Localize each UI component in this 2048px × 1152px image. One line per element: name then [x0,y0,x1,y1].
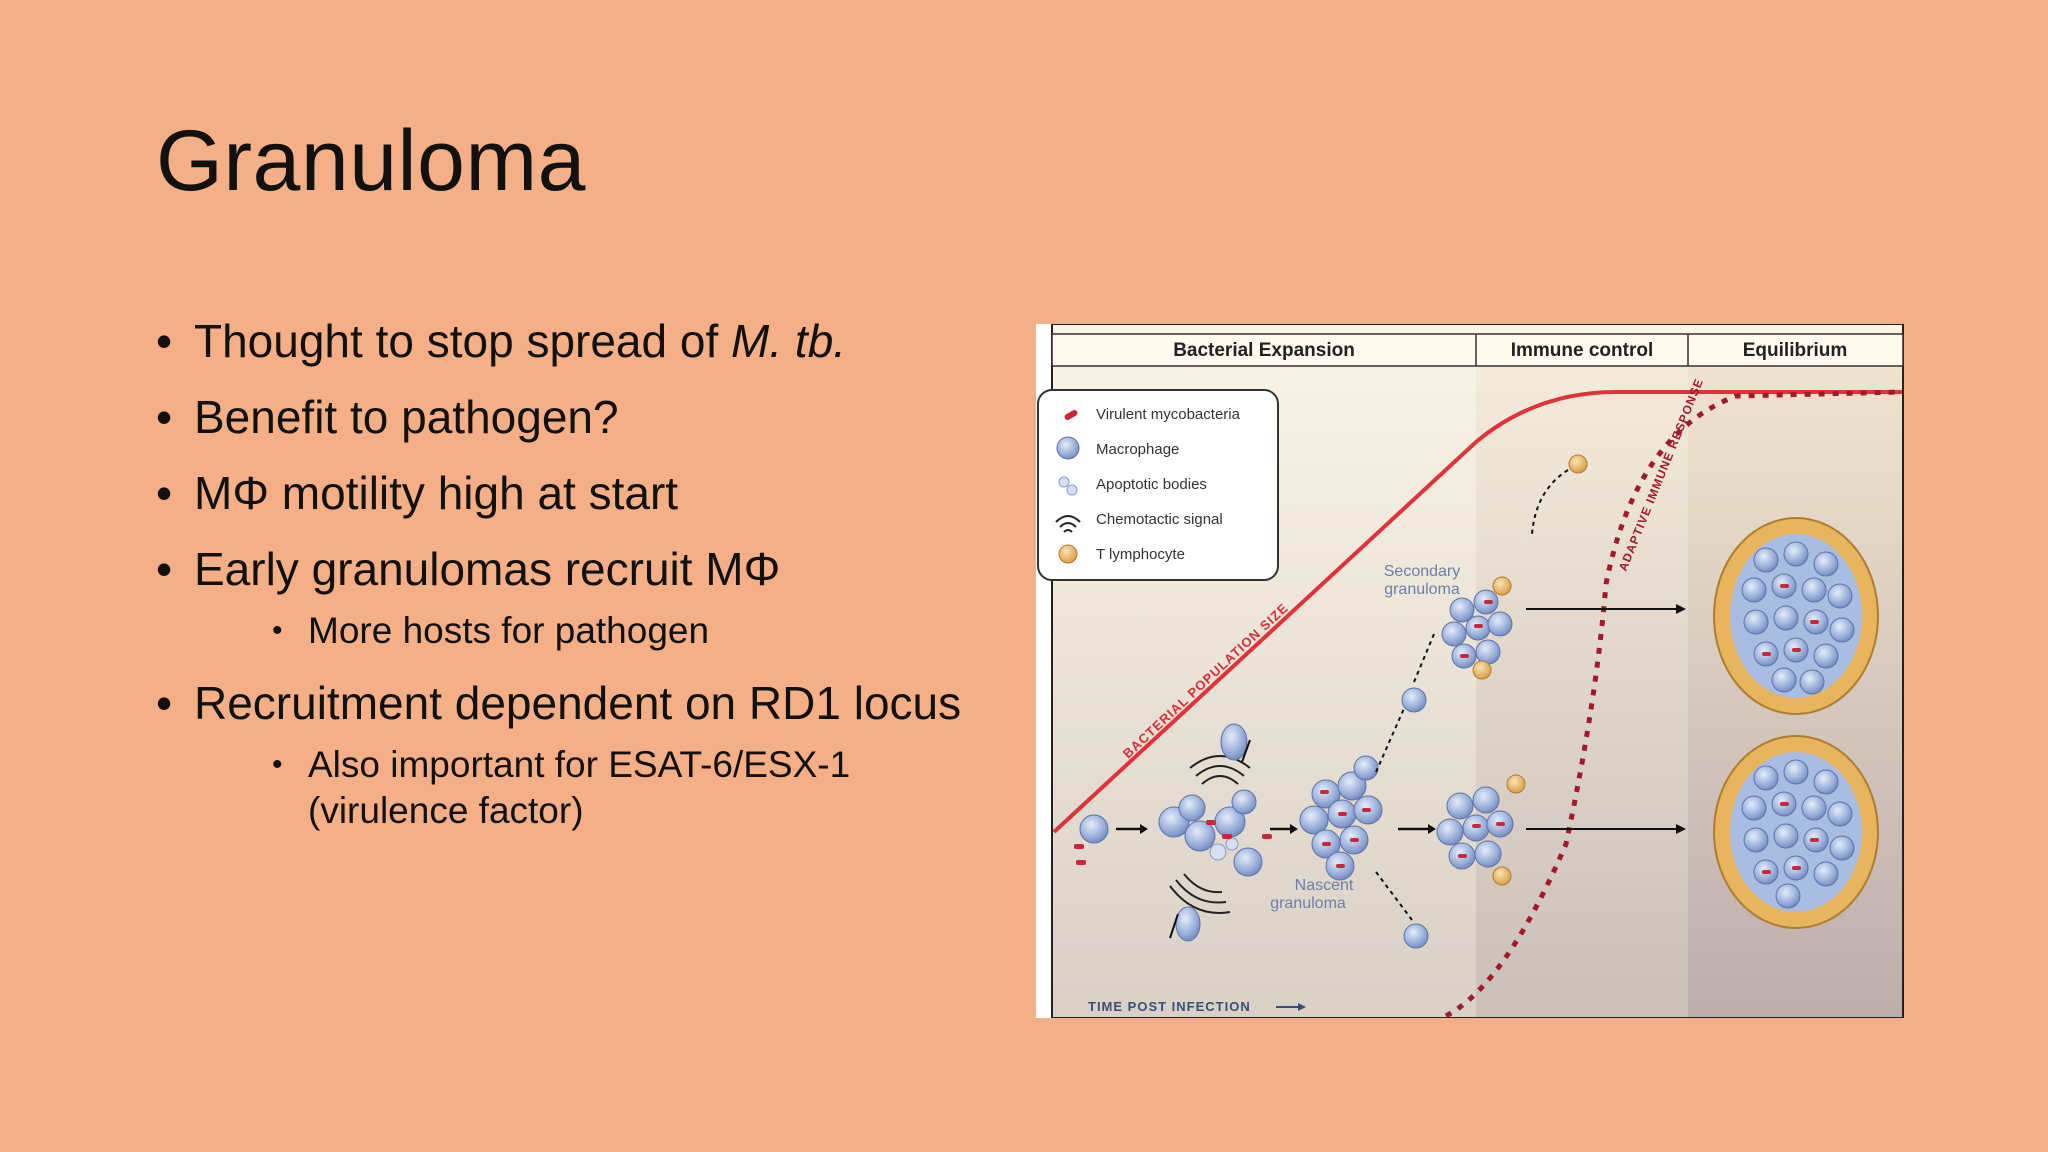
apoptotic-bodies-icon [1058,476,1078,496]
nascent-granuloma-label: Nascent [1295,877,1354,894]
sub-bullet-line: Also important for ESAT-6/ESX-1 [308,744,851,785]
early-infection-cells [1074,814,1148,865]
bullet-text: Thought to stop spread of [194,315,732,367]
chemotactic-signal-icon [1055,515,1081,533]
sub-bullet-item: More hosts for pathogen [272,608,1026,654]
bacterial-population-curve [1052,390,1902,834]
t-lymphocyte-icon [1058,544,1078,564]
nascent-granuloma: Nascent granuloma [1270,633,1436,949]
equilibrium-granuloma-upper [1713,517,1879,715]
secondary-granuloma: Secondary granuloma [1384,454,1686,680]
controlled-granuloma [1436,774,1686,886]
sub-bullet-line: (virulence factor) [308,790,584,831]
phase-label: Equilibrium [1743,340,1848,361]
slide-title: Granuloma [156,113,586,209]
legend-label: Chemotactic signal [1096,511,1223,528]
adaptive-response-curve [1444,389,1903,1018]
phase-label: Immune control [1511,340,1654,361]
secondary-granuloma-label: granuloma [1384,581,1460,598]
bullet-list: Thought to stop spread of M. tb. Benefit… [156,310,1026,852]
time-axis-arrowhead [1298,1003,1306,1011]
mycobacteria-icon [1064,410,1078,420]
sub-bullet-item: Also important for ESAT-6/ESX-1 (virulen… [272,742,1026,834]
macrophage-icon [1056,436,1080,460]
granuloma-diagram: Bacterial Expansion Immune control Equil… [1037,324,1904,1018]
secondary-granuloma-label: Secondary [1384,563,1461,580]
legend-label: Virulent mycobacteria [1096,406,1241,423]
phase-label: Bacterial Expansion [1173,340,1355,361]
legend-label: Macrophage [1096,441,1179,458]
bullet-italic-text: M. tb. [731,315,847,367]
granuloma-figure: Bacterial Expansion Immune control Equil… [1036,324,1904,1018]
bullet-item: Thought to stop spread of M. tb. [156,310,1026,372]
equilibrium-granuloma-lower [1713,735,1879,929]
legend-label: Apoptotic bodies [1096,476,1207,493]
bullet-item: Early granulomas recruit MΦ [156,538,1026,600]
time-axis-label: TIME POST INFECTION [1088,999,1251,1014]
bullet-item: MΦ motility high at start [156,462,1026,524]
chemotactic-cluster [1158,723,1298,942]
nascent-granuloma-label: granuloma [1270,895,1346,912]
bullet-item: Recruitment dependent on RD1 locus [156,672,1026,734]
legend: Virulent mycobacteria Macrophage Apoptot… [1037,389,1279,581]
legend-label: T lymphocyte [1096,546,1185,563]
bullet-item: Benefit to pathogen? [156,386,1026,448]
